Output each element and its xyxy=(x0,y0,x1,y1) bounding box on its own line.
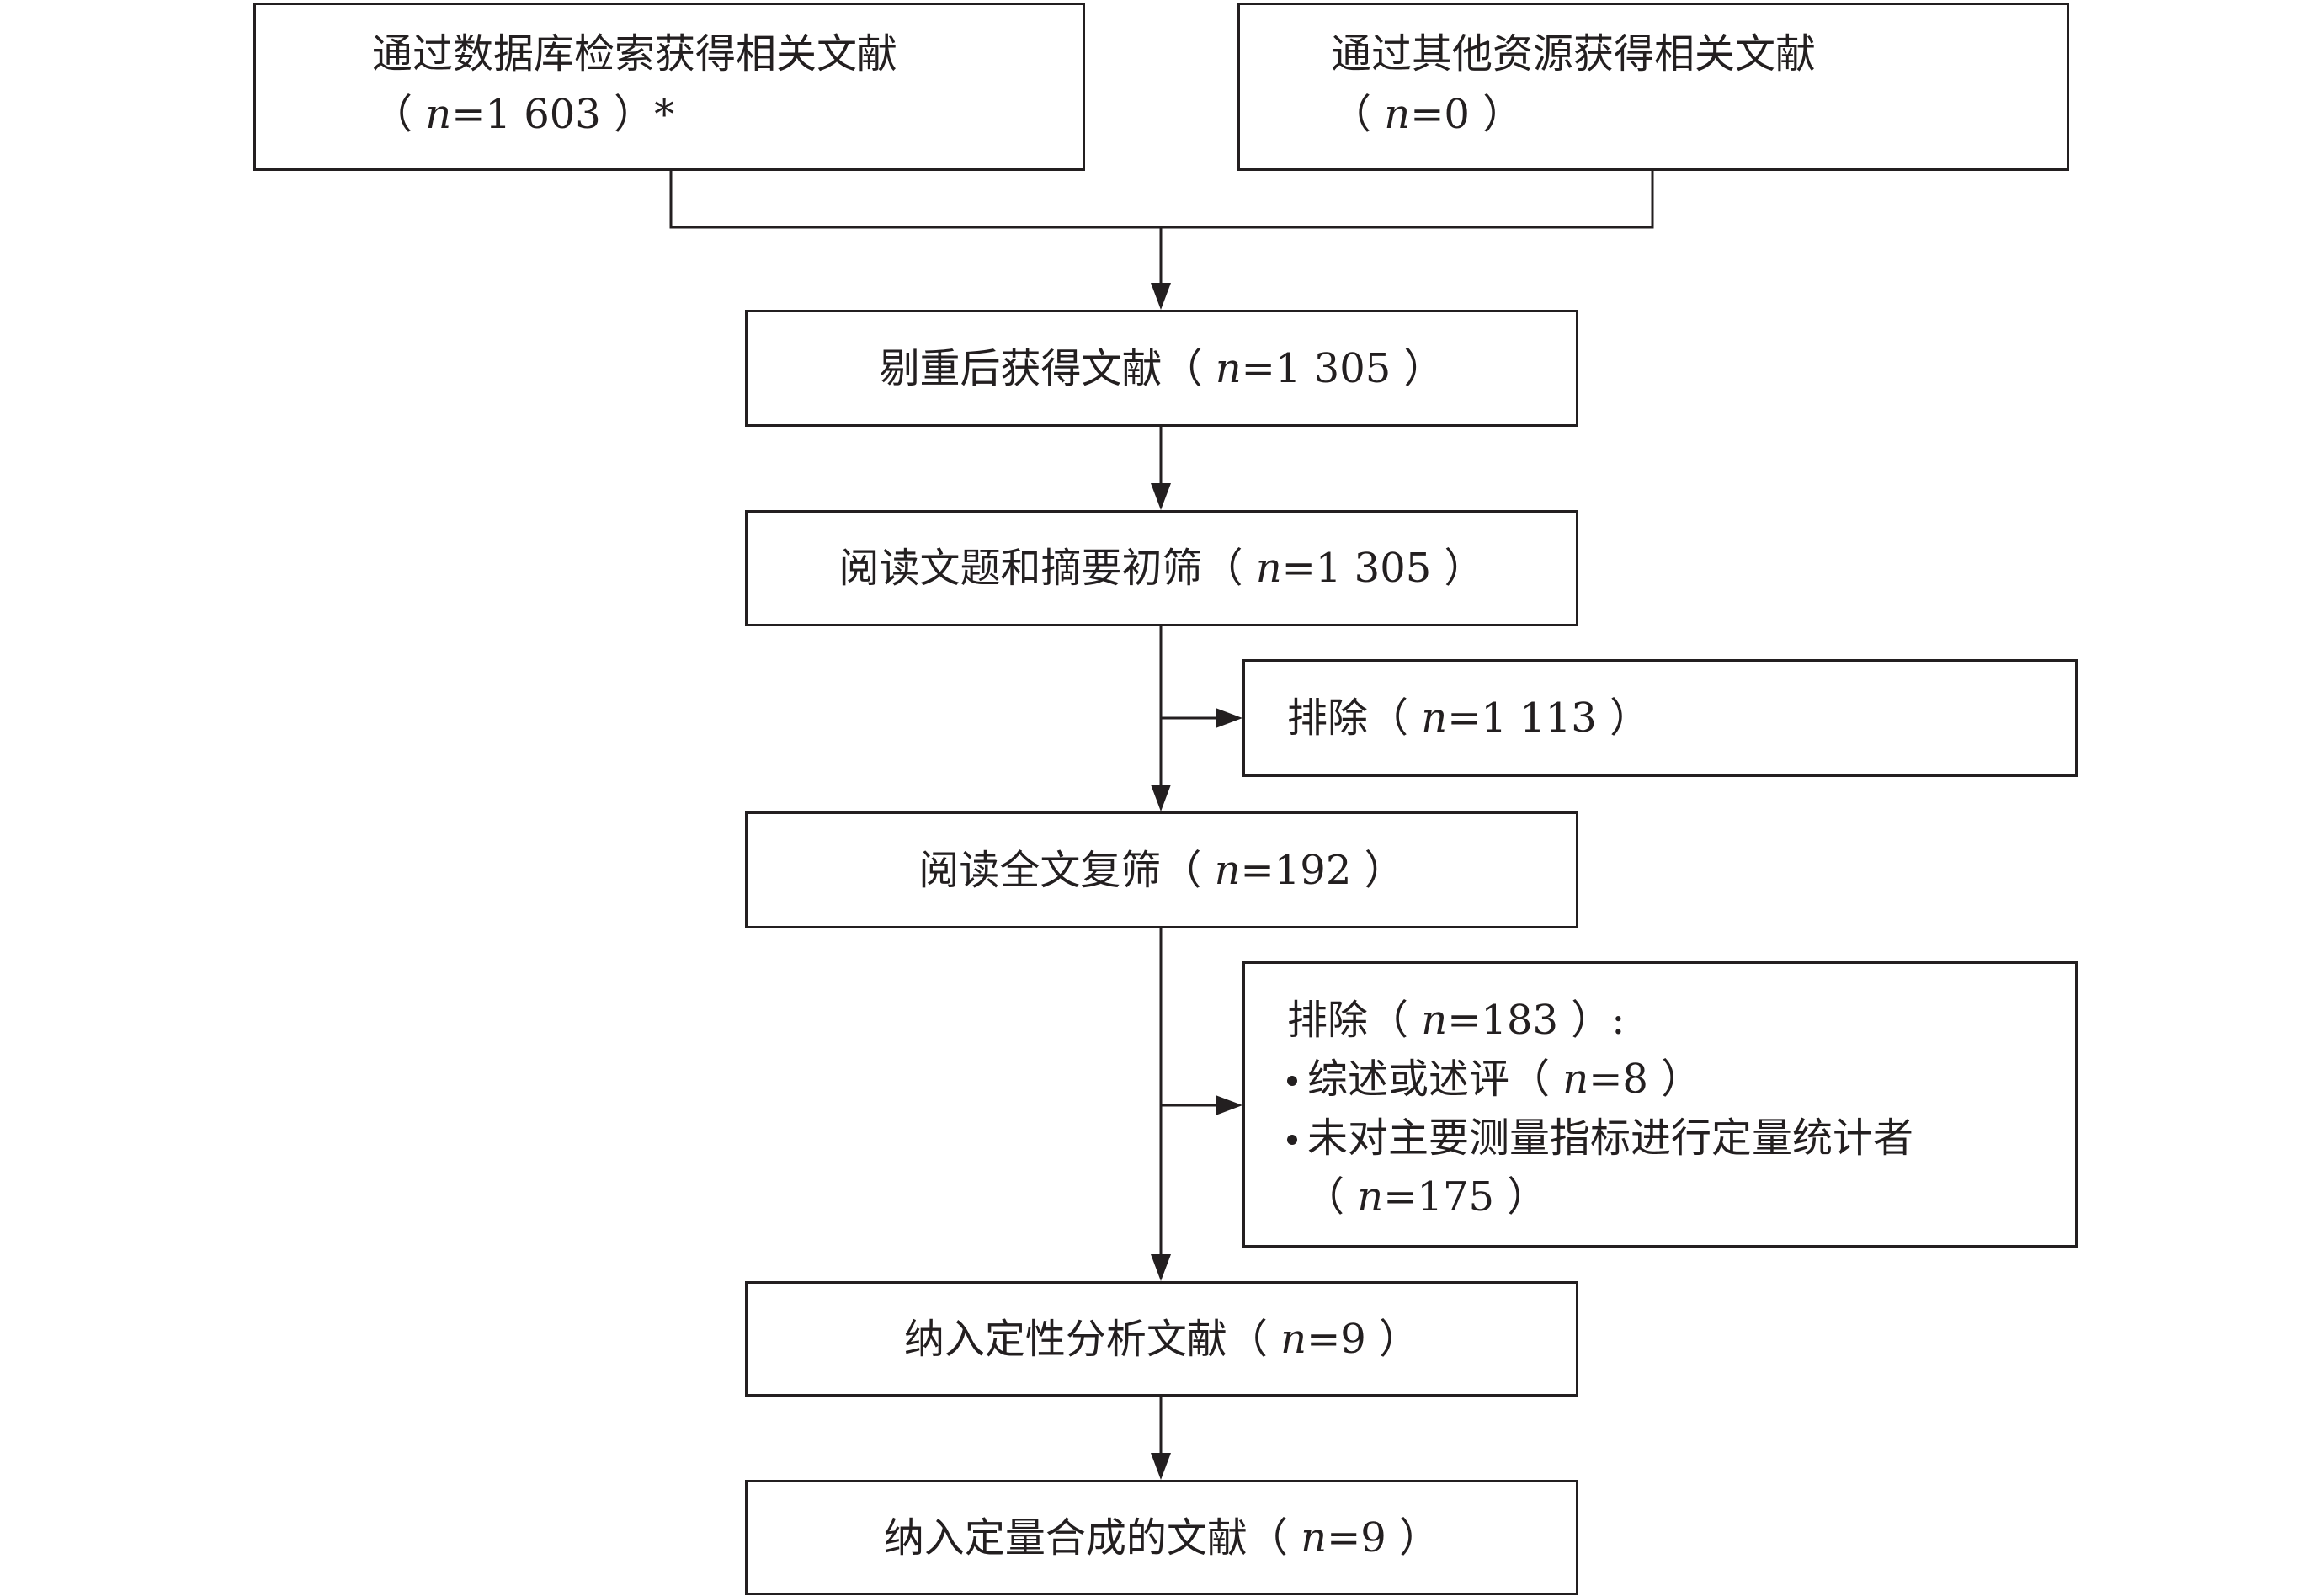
exclusion-second-header: 排除（ n=183 ）: xyxy=(1287,997,1626,1044)
title-abstract-label: 阅读文题和摘要初筛（ xyxy=(838,545,1256,592)
database-search-label: 通过数据库检索获得相关文献 xyxy=(372,30,898,77)
arrowhead-to-exclude-2 xyxy=(1216,1095,1242,1115)
database-search-count: （ n=1 603 ）* xyxy=(372,91,675,138)
quantitative-label: 纳入定量合成的文献（ xyxy=(883,1514,1301,1561)
box-exclusion-first: 排除（ n=1 113 ） xyxy=(1242,659,2078,777)
box-full-text-screening: 阅读全文复筛（ n=192 ） xyxy=(745,811,1578,928)
arrowhead-to-deduplicated xyxy=(1151,283,1171,310)
full-text-label: 阅读全文复筛（ xyxy=(918,846,1215,894)
exclusion-reason-review: 综述或述评（ n=8 ） xyxy=(1245,1050,2075,1109)
other-sources-count: （ n=0 ） xyxy=(1331,91,1524,138)
other-sources-label: 通过其他资源获得相关文献 xyxy=(1331,30,1817,77)
deduplicated-label: 剔重后获得文献（ xyxy=(879,344,1216,392)
title-abstract-count: =1 305 xyxy=(1281,545,1432,592)
quantitative-count: =9 xyxy=(1327,1514,1386,1561)
box-other-sources: 通过其他资源获得相关文献 （ n=0 ） xyxy=(1237,3,2069,171)
bullet-icon xyxy=(1287,1075,1297,1086)
arrowhead-to-exclude-1 xyxy=(1216,708,1242,728)
exclusion-reason-no-quantitative: 未对主要测量指标进行定量统计者 xyxy=(1245,1109,2075,1168)
exclusion-first-label: 排除（ xyxy=(1287,694,1422,742)
bullet-icon xyxy=(1287,1134,1297,1145)
box-deduplicated: 剔重后获得文献（ n=1 305 ） xyxy=(745,310,1578,427)
qualitative-count: =9 xyxy=(1306,1315,1366,1363)
arrowhead-to-qualitative xyxy=(1151,1254,1171,1281)
deduplicated-count: =1 305 xyxy=(1241,344,1391,392)
box-database-search: 通过数据库检索获得相关文献 （ n=1 603 ）* xyxy=(253,3,1085,171)
box-title-abstract-screening: 阅读文题和摘要初筛（ n=1 305 ） xyxy=(745,510,1578,626)
arrowhead-to-quantitative xyxy=(1151,1453,1171,1480)
qualitative-label: 纳入定性分析文献（ xyxy=(903,1315,1281,1363)
box-qualitative-analysis: 纳入定性分析文献（ n=9 ） xyxy=(745,1281,1578,1396)
arrowhead-to-title-abstract xyxy=(1151,483,1171,510)
full-text-count: =192 xyxy=(1240,846,1352,894)
box-exclusion-second: 排除（ n=183 ）: 综述或述评（ n=8 ） 未对主要测量指标进行定量统计… xyxy=(1242,961,2078,1248)
exclusion-first-count: =1 113 xyxy=(1447,694,1597,742)
exclusion-reason-no-quantitative-count: （ n=175 ） xyxy=(1304,1173,1548,1221)
exclusion-reasons-list: 综述或述评（ n=8 ） 未对主要测量指标进行定量统计者 （ n=175 ） xyxy=(1245,1050,2075,1226)
arrowhead-to-full-text xyxy=(1151,785,1171,811)
box-quantitative-synthesis: 纳入定量合成的文献（ n=9 ） xyxy=(745,1480,1578,1595)
